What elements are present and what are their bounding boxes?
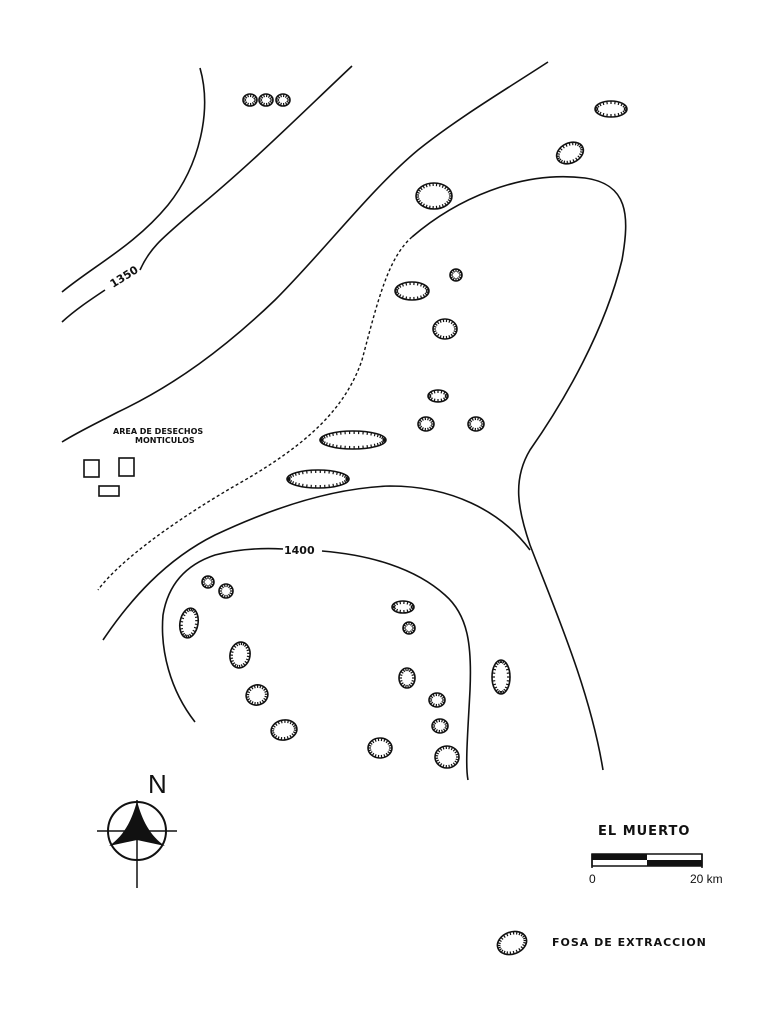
scale-bar: 0 20 km <box>589 853 723 886</box>
extraction-pit <box>286 469 350 489</box>
extraction-pit <box>367 737 393 759</box>
map-title: EL MUERTO <box>598 824 690 839</box>
mound <box>118 457 135 477</box>
extraction-pit <box>434 745 460 769</box>
extraction-pit <box>594 100 628 118</box>
contour-label-1400: 1400 <box>284 544 315 557</box>
legend-pit-label: FOSA DE EXTRACCION <box>552 936 707 949</box>
extraction-pit <box>398 667 416 689</box>
contour-tongue <box>411 176 627 771</box>
extraction-pit <box>245 684 269 706</box>
extraction-pit <box>391 600 415 614</box>
extraction-pit <box>491 659 511 695</box>
contour-dashed-upper <box>97 236 413 591</box>
extraction-pit <box>431 718 449 734</box>
legend: FOSA DE EXTRACCION <box>496 930 707 956</box>
contour-nw-outer <box>61 67 206 293</box>
extraction-pit <box>449 268 463 282</box>
extraction-pit <box>394 281 430 301</box>
extraction-pit <box>555 141 585 165</box>
contour-1400 <box>161 547 472 781</box>
scale-end-label: 20 km <box>690 872 723 886</box>
extraction-pit <box>427 389 449 403</box>
contour-lines <box>61 61 627 781</box>
north-arrow-icon: N <box>97 769 177 888</box>
extraction-pit <box>319 430 387 450</box>
waste-area-label: AREA DE DESECHOS <box>113 427 203 436</box>
extraction-pit <box>496 930 528 956</box>
mound <box>83 459 100 478</box>
contour-middle <box>61 61 549 443</box>
legend-pit-icon <box>496 930 528 956</box>
extraction-pit <box>201 575 215 589</box>
extraction-pit <box>258 93 274 107</box>
extraction-pit <box>428 692 446 708</box>
extraction-pit <box>229 641 251 669</box>
extraction-pit <box>218 583 234 599</box>
extraction-pit <box>275 93 291 107</box>
extraction-pit <box>467 416 485 432</box>
scale-start-label: 0 <box>589 872 596 886</box>
extraction-pit <box>432 318 458 340</box>
contour-1350 <box>61 65 353 323</box>
north-label: N <box>148 769 167 799</box>
mound <box>98 485 120 497</box>
contour-inner-arc <box>102 485 531 641</box>
mounds <box>83 457 135 497</box>
mounds-label: MONTICULOS <box>135 436 195 445</box>
contour-label-1350: 1350 <box>108 263 141 290</box>
extraction-pit <box>242 93 258 107</box>
extraction-pit <box>417 416 435 432</box>
extraction-pit <box>402 621 416 635</box>
extraction-pits <box>178 93 628 769</box>
extraction-pit <box>270 719 298 741</box>
extraction-pit <box>178 607 200 639</box>
extraction-pit <box>415 182 453 210</box>
